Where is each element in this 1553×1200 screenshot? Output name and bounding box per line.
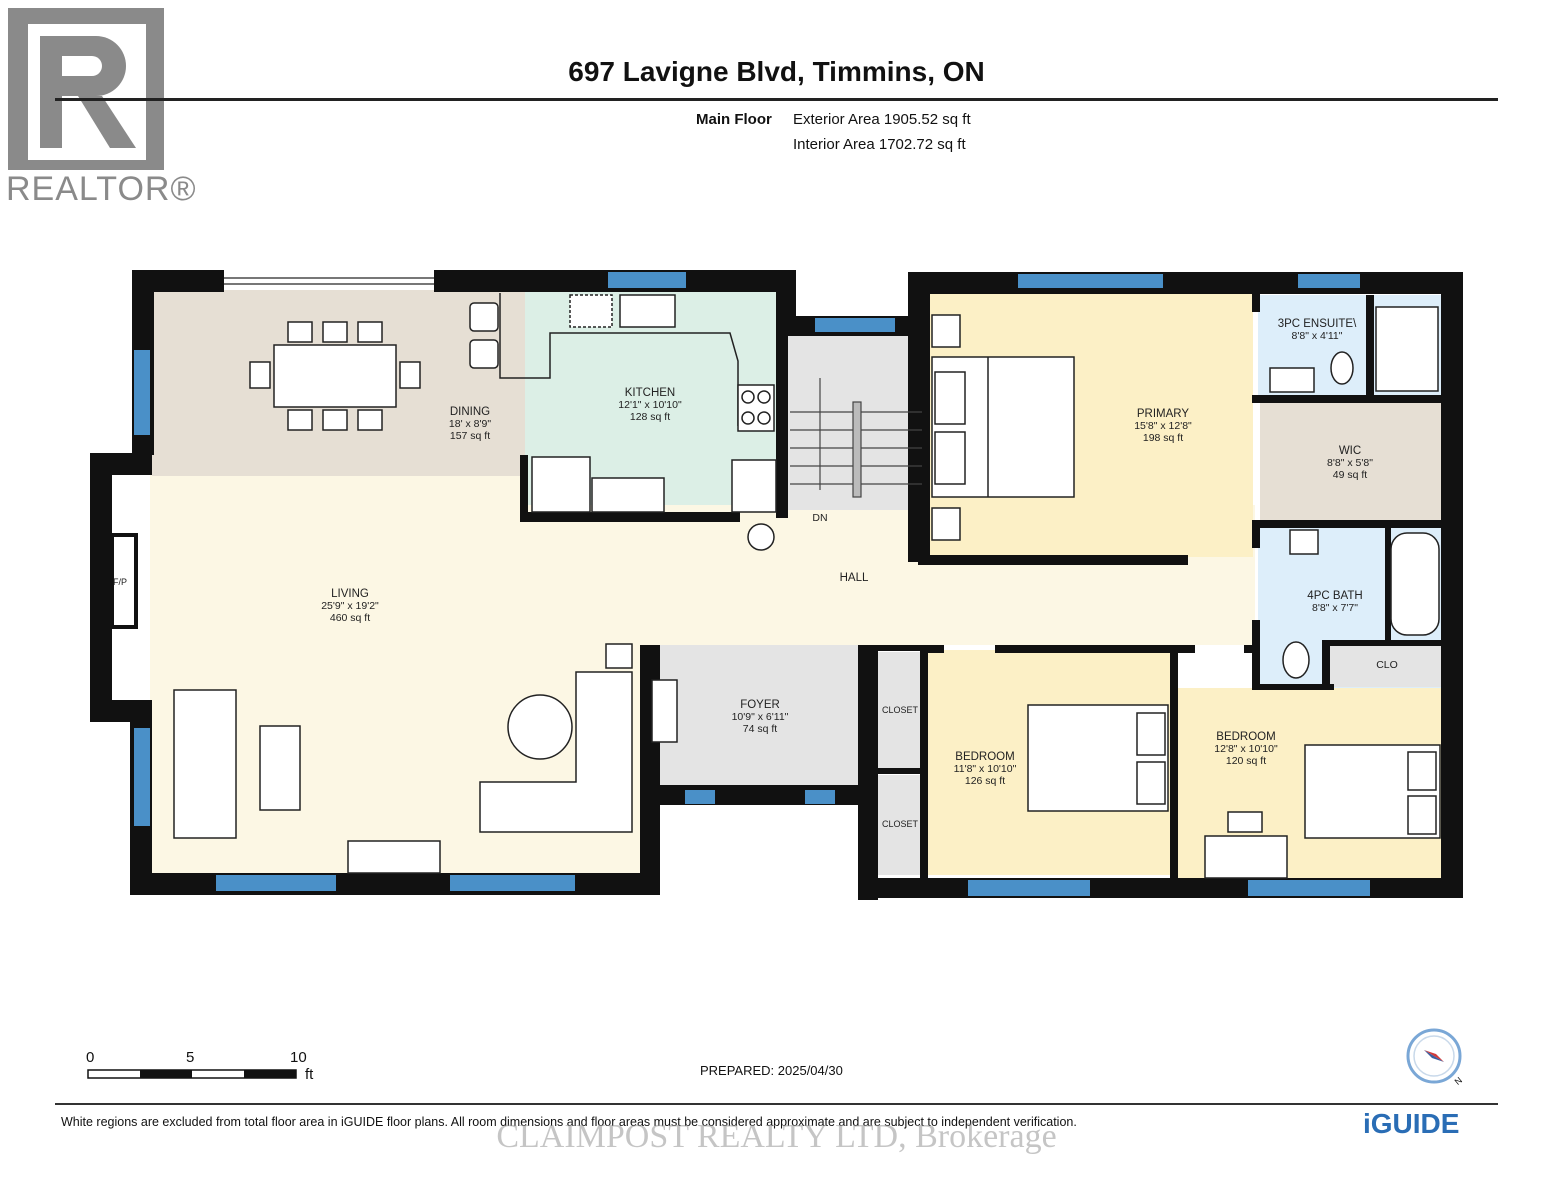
disclaimer-text: White regions are excluded from total fl… bbox=[61, 1115, 1077, 1129]
room-area: 120 sq ft bbox=[1225, 755, 1267, 767]
room-dims: 10'9" x 6'11" bbox=[731, 711, 789, 723]
sliding-door bbox=[224, 277, 434, 285]
room-dims: 12'8" x 10'10" bbox=[1214, 743, 1278, 755]
iguide-logo: iGUIDE bbox=[1363, 1108, 1460, 1139]
room-name: DINING bbox=[449, 406, 491, 418]
room-area: 460 sq ft bbox=[329, 612, 371, 624]
closet2-fill bbox=[877, 775, 923, 875]
room-clo: CLO bbox=[1376, 659, 1398, 671]
room-area: 198 sq ft bbox=[1142, 432, 1184, 444]
room-name: 4PC BATH bbox=[1307, 590, 1363, 602]
foyer-fill bbox=[650, 645, 875, 788]
brokerage-watermark: CLAIMPOST REALTY LTD, Brokerage bbox=[496, 1118, 1057, 1155]
stairs bbox=[790, 378, 922, 498]
room-bedroom-1: BEDROOM 11'8" x 10'10" 126 sq ft bbox=[935, 751, 1035, 787]
room-name: BEDROOM bbox=[955, 751, 1015, 763]
scale-tick-0: 0 bbox=[86, 1049, 95, 1066]
room-name: KITCHEN bbox=[624, 387, 676, 399]
header-divider bbox=[55, 98, 1498, 101]
room-name: LIVING bbox=[331, 588, 369, 600]
prepared-date: PREPARED: 2025/04/30 bbox=[700, 1063, 843, 1078]
room-dims: 11'8" x 10'10" bbox=[953, 763, 1017, 775]
room-dims: 8'8" x 7'7" bbox=[1312, 602, 1358, 614]
kitchen-fixtures bbox=[499, 293, 777, 551]
room-area: 126 sq ft bbox=[964, 775, 1006, 787]
fireplace bbox=[110, 533, 138, 629]
room-closet-1: CLOSET bbox=[881, 705, 918, 715]
room-dims: 12'1" x 10'10" bbox=[618, 399, 682, 411]
room-bath: 4PC BATH 8'8" x 7'7" bbox=[1285, 590, 1385, 614]
scale-bar bbox=[87, 1069, 297, 1079]
room-dims: 8'8" x 4'11" bbox=[1291, 330, 1343, 342]
scale-tick-5: 5 bbox=[186, 1049, 195, 1066]
room-name: 3PC ENSUITE\ bbox=[1277, 318, 1357, 330]
floor-label: Main Floor bbox=[696, 111, 772, 128]
compass-icon bbox=[1406, 1028, 1462, 1084]
closet1-fill bbox=[877, 652, 923, 768]
room-name: BEDROOM bbox=[1216, 731, 1276, 743]
scale-tick-10: 10 bbox=[290, 1049, 307, 1066]
interior-area: Interior Area 1702.72 sq ft bbox=[793, 136, 966, 153]
realtor-logo-text: REALTOR® bbox=[6, 170, 197, 208]
wic-fill bbox=[1260, 402, 1442, 522]
bath-fixtures bbox=[1269, 306, 1440, 679]
living-furniture bbox=[173, 643, 678, 874]
room-name: WIC bbox=[1338, 445, 1362, 457]
room-name: FOYER bbox=[740, 699, 780, 711]
exterior-area: Exterior Area 1905.52 sq ft bbox=[793, 111, 971, 128]
clo-fill bbox=[1330, 645, 1442, 687]
room-living: LIVING 25'9" x 19'2" 460 sq ft bbox=[300, 588, 400, 624]
room-dims: 18' x 8'9" bbox=[448, 418, 492, 430]
realtor-logo bbox=[8, 8, 164, 170]
realtor-logo-mark bbox=[28, 24, 146, 160]
room-dims: 8'8" x 5'8" bbox=[1327, 457, 1373, 469]
room-foyer: FOYER 10'9" x 6'11" 74 sq ft bbox=[710, 699, 810, 735]
room-area: 74 sq ft bbox=[742, 723, 778, 735]
windows bbox=[134, 272, 1370, 896]
room-primary: PRIMARY 15'8" x 12'8" 198 sq ft bbox=[1113, 408, 1213, 444]
room-dining: DINING 18' x 8'9" 157 sq ft bbox=[420, 406, 520, 442]
dining-table bbox=[249, 302, 499, 431]
room-dims: 15'8" x 12'8" bbox=[1134, 420, 1192, 432]
room-kitchen: KITCHEN 12'1" x 10'10" 128 sq ft bbox=[600, 387, 700, 423]
room-name: PRIMARY bbox=[1136, 408, 1190, 420]
scale-unit: ft bbox=[305, 1066, 314, 1083]
bedroom-furniture bbox=[1027, 704, 1441, 879]
fireplace-label: F/P bbox=[112, 577, 127, 587]
primary-bed bbox=[931, 314, 1075, 541]
room-ensuite: 3PC ENSUITE\ 8'8" x 4'11" bbox=[1262, 318, 1372, 342]
room-wic: WIC 8'8" x 5'8" 49 sq ft bbox=[1300, 445, 1400, 481]
room-area: 49 sq ft bbox=[1332, 469, 1368, 481]
room-bedroom-2: BEDROOM 12'8" x 10'10" 120 sq ft bbox=[1196, 731, 1296, 767]
footer-divider bbox=[55, 1103, 1498, 1105]
property-address-title: 697 Lavigne Blvd, Timmins, ON bbox=[568, 56, 985, 87]
room-closet-2: CLOSET bbox=[881, 819, 918, 829]
room-area: 157 sq ft bbox=[449, 430, 491, 442]
room-dims: 25'9" x 19'2" bbox=[321, 600, 379, 612]
room-name: HALL bbox=[839, 572, 869, 584]
room-hall: HALL bbox=[824, 572, 884, 584]
stairs-down-label: DN bbox=[812, 512, 828, 524]
room-area: 128 sq ft bbox=[629, 411, 671, 423]
